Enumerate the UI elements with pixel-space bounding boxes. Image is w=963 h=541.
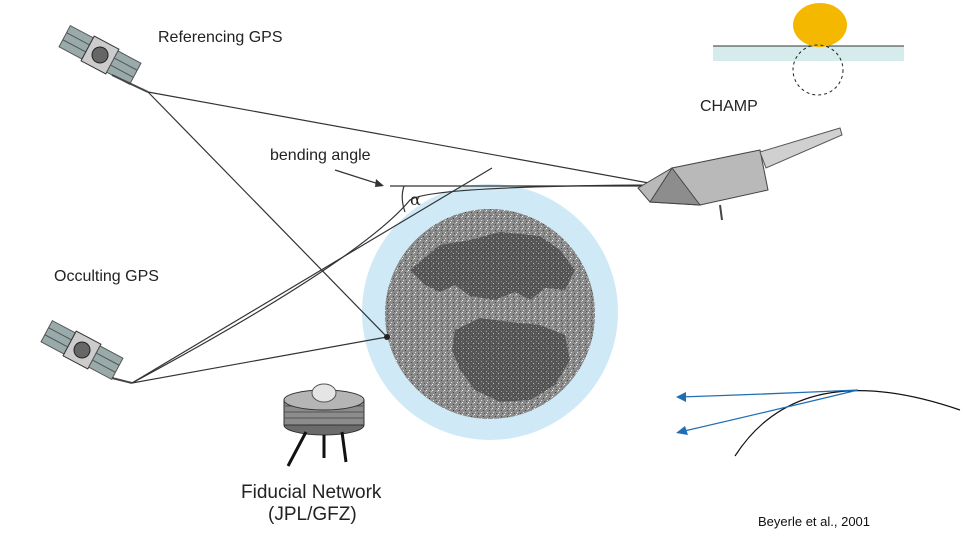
citation-text: Beyerle et al., 2001: [758, 514, 871, 529]
occulting-gps-label: Occulting GPS: [54, 268, 159, 285]
tangent-point-dot: [384, 334, 390, 340]
refracted-ray-lower: [679, 389, 859, 433]
bending-angle-label: bending angle: [270, 147, 371, 164]
signal-paths: [131, 91, 661, 384]
pointer-arrowhead: [375, 179, 384, 187]
solar-panel-right: [88, 345, 124, 381]
referencing-gps-label: Referencing GPS: [158, 29, 283, 46]
bending-angle-arc: [401, 185, 406, 213]
setting-sun-inset: [713, 3, 904, 96]
hidden-sun-outline: [792, 44, 844, 96]
champ-satellite: [637, 127, 843, 221]
ref-to-champ-line: [147, 91, 661, 186]
sun-shape: [793, 3, 847, 47]
occ-to-earth-line: [131, 336, 388, 384]
occulting-gps-satellite: [40, 319, 133, 384]
fiducial-network-sublabel: (JPL/GFZ): [268, 504, 357, 525]
referencing-gps-satellite: [58, 24, 149, 93]
alpha-symbol: α: [410, 190, 421, 209]
occulted-ray: [131, 184, 661, 384]
bending-angle-pointer: [334, 169, 383, 186]
fiducial-network-label: Fiducial Network: [241, 482, 382, 503]
refraction-inset: [676, 389, 961, 457]
earth-landmass: [410, 232, 575, 402]
ref-to-earth-line: [147, 91, 388, 338]
earth-group: [362, 184, 618, 440]
tangent-line: [131, 167, 493, 384]
champ-boom: [759, 127, 843, 169]
horizon-band: [713, 46, 904, 61]
refracted-ray-upper: [679, 389, 859, 398]
fiducial-antenna: [283, 383, 365, 467]
planet-limb: [734, 390, 961, 457]
champ-label: CHAMP: [700, 98, 758, 115]
